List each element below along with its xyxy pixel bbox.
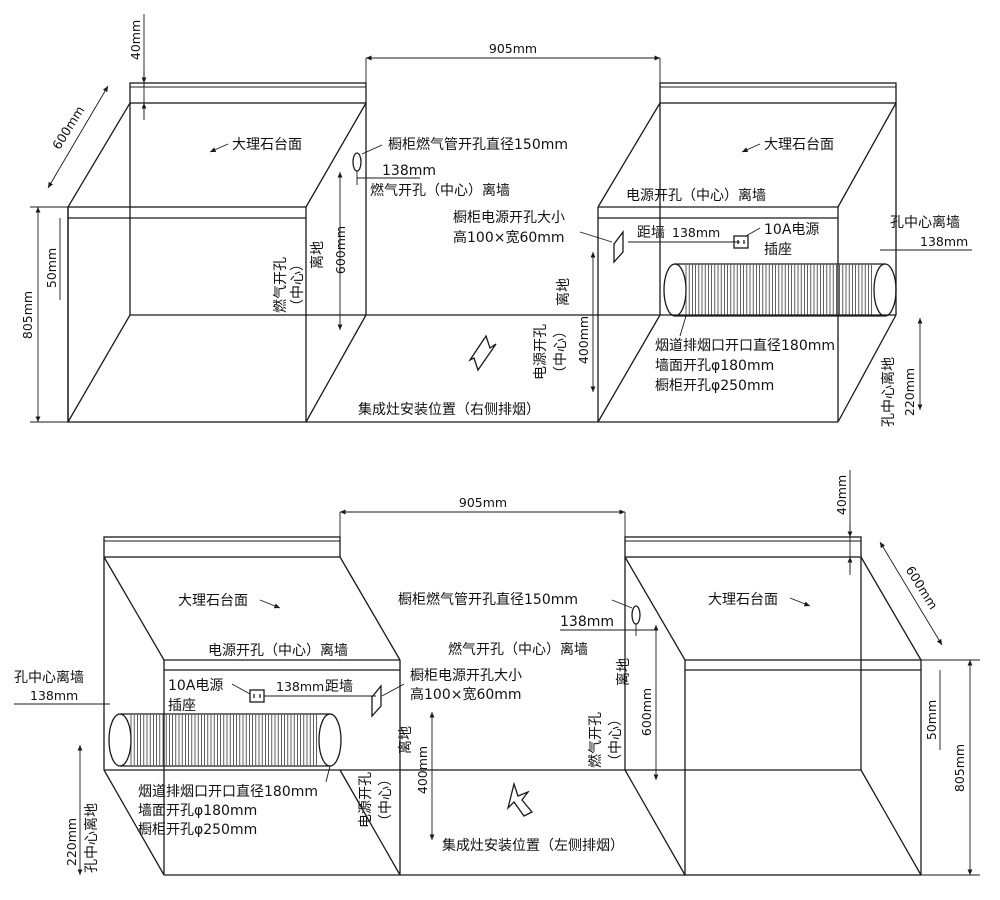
dist-wall-label: 距墙 xyxy=(325,679,353,695)
duct-icon xyxy=(663,263,897,317)
duct-line-1: 烟道排烟口开口直径180mm xyxy=(138,783,318,800)
gas-height-label-3: 离地 xyxy=(309,241,326,269)
marble-label: 大理石台面 xyxy=(232,137,302,153)
power-height-label-1: 电源开孔 xyxy=(533,324,549,380)
gas-height-label-2: （中心） xyxy=(290,257,306,313)
socket-icon xyxy=(249,689,265,703)
dim-top-thickness: 40mm xyxy=(834,475,849,515)
dist-wall-label: 距墙 xyxy=(637,225,665,241)
hole-center-wall-label: 孔中心离墙 xyxy=(890,214,960,231)
top-diagram: 905mm 40mm 600mm 805mm 50mm 大理石台面 橱柜燃气管开… xyxy=(20,14,972,427)
power-offset-label: 电源开孔（中心）离墙 xyxy=(626,187,766,204)
gas-offset-value: 138mm xyxy=(382,163,436,179)
power-hole-size-2: 高100×宽60mm xyxy=(453,229,565,246)
duct-line-3: 橱柜开孔φ250mm xyxy=(655,378,774,394)
dim-lip: 50mm xyxy=(44,248,59,288)
hole-center-wall-label: 孔中心离墙 xyxy=(14,669,84,686)
gas-height-label-1: 燃气开孔 xyxy=(587,712,604,768)
dist-wall-value: 138mm xyxy=(276,679,324,694)
gas-offset-label: 燃气开孔（中心）离墙 xyxy=(370,182,510,199)
duct-icon xyxy=(108,713,342,767)
gas-height-value: 600mm xyxy=(333,226,348,274)
dim-top-thickness: 40mm xyxy=(128,20,143,60)
install-arrow-icon xyxy=(506,781,534,817)
power-hole-icon xyxy=(371,684,382,718)
power-height-value: 400mm xyxy=(415,746,430,794)
hole-center-floor-value: 220mm xyxy=(902,368,917,416)
top-right-cabinet xyxy=(597,82,897,423)
bottom-left-cabinet xyxy=(103,536,401,876)
power-height-value: 400mm xyxy=(576,316,591,364)
dim-lip: 50mm xyxy=(924,700,939,740)
gas-height-label-3: 离地 xyxy=(615,658,632,686)
marble-label-right: 大理石台面 xyxy=(764,137,834,153)
socket-label-1: 10A电源 xyxy=(168,678,223,694)
power-hole-size-2: 高100×宽60mm xyxy=(410,686,522,703)
dim-width-between: 905mm xyxy=(459,495,507,510)
install-label: 集成灶安装位置（右侧排烟） xyxy=(358,401,540,418)
gas-height-label-2: （中心） xyxy=(608,712,624,768)
duct-line-2: 墙面开孔φ180mm xyxy=(138,803,257,819)
power-hole-icon xyxy=(613,230,624,264)
bottom-right-cabinet xyxy=(624,536,922,876)
hole-center-wall-value: 138mm xyxy=(920,234,968,249)
install-label: 集成灶安装位置（左侧排烟） xyxy=(442,837,624,854)
gas-hole-label: 橱柜燃气管开孔直径150mm xyxy=(398,591,578,608)
hole-center-floor-label: 孔中心离地 xyxy=(880,357,897,427)
gas-hole-label: 橱柜燃气管开孔直径150mm xyxy=(388,136,568,153)
power-offset-label: 电源开孔（中心）离墙 xyxy=(208,642,348,659)
socket-label-2: 插座 xyxy=(168,698,196,714)
hole-center-wall-value: 138mm xyxy=(30,688,78,703)
gas-height-label-1: 燃气开孔 xyxy=(272,257,289,313)
top-left-cabinet xyxy=(67,82,367,423)
power-height-label-2: （中心） xyxy=(553,324,569,380)
gas-hole-icon xyxy=(352,152,362,172)
socket-label-2: 插座 xyxy=(764,242,792,258)
power-height-label-1: 电源开孔 xyxy=(358,772,374,828)
duct-line-2: 墙面开孔φ180mm xyxy=(655,358,774,374)
power-height-label-2: （中心） xyxy=(378,772,394,828)
dist-wall-value: 138mm xyxy=(672,225,720,240)
power-hole-size-1: 橱柜电源开孔大小 xyxy=(453,210,565,226)
marble-label-right: 大理石台面 xyxy=(708,592,778,608)
power-height-label-3: 离地 xyxy=(555,278,572,306)
dim-total-height: 805mm xyxy=(952,744,967,792)
power-height-label-3: 离地 xyxy=(397,726,414,754)
dim-depth: 600mm xyxy=(903,563,941,612)
hole-center-floor-label: 孔中心离地 xyxy=(83,803,100,873)
gas-hole-icon xyxy=(631,605,641,625)
socket-label-1: 10A电源 xyxy=(764,222,819,238)
gas-offset-label: 燃气开孔（中心）离墙 xyxy=(448,641,588,658)
duct-line-1: 烟道排烟口开口直径180mm xyxy=(655,337,835,354)
gas-offset-value: 138mm xyxy=(560,614,614,630)
marble-label: 大理石台面 xyxy=(178,593,248,609)
bottom-diagram: 905mm 40mm 600mm 805mm 50mm 大理石台面 电源开孔（中… xyxy=(14,470,980,876)
gas-height-value: 600mm xyxy=(639,688,654,736)
dim-total-height: 805mm xyxy=(20,291,35,339)
hole-center-floor-value: 220mm xyxy=(64,818,79,866)
dim-width-between: 905mm xyxy=(489,41,537,56)
install-arrow-icon xyxy=(468,334,497,372)
power-hole-size-1: 橱柜电源开孔大小 xyxy=(410,668,522,684)
duct-line-3: 橱柜开孔φ250mm xyxy=(138,822,257,838)
dim-depth: 600mm xyxy=(49,103,87,152)
